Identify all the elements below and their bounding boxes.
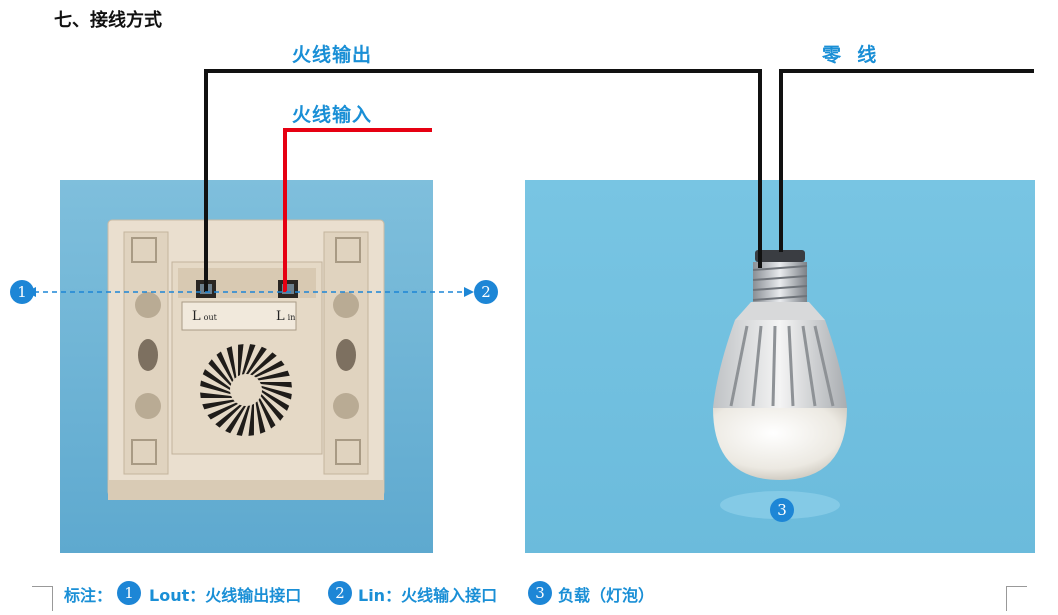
vent-slot [261,385,292,400]
corner-mark-right [1006,586,1027,611]
legend-text-2: Lin：火线输入接口 [358,586,498,605]
legend-marker-1: 1 [117,581,141,605]
live-out-wire [204,69,762,292]
vent-slot [226,346,237,379]
vent-slot [236,405,251,436]
bulb-photo [525,180,1035,553]
label-live-in: 火线输入 [292,104,373,126]
vent-slot [207,402,238,420]
vent-slot [254,360,285,378]
vent-slot [260,394,284,421]
arrow-right-icon [464,287,474,297]
vent-slot [258,398,276,429]
vent-slot [246,346,267,375]
label-live-out: 火线输出 [292,44,373,66]
legend-text-1: Lout：火线输出接口 [149,586,302,605]
legend-text-3: 负载（灯泡） [558,586,655,605]
vent-slot [238,344,244,377]
vent-slot [216,351,234,382]
corner-mark-left [32,586,53,611]
label-neutral: 零 线 [822,44,878,66]
vent-slot [215,404,242,428]
legend-marker-3: 3 [528,581,552,605]
vent-slot [241,344,256,375]
legend-prefix: 标注： [64,586,113,605]
vent-slot [250,352,277,376]
vent-slot [200,392,233,398]
vent-slot [225,405,246,434]
live-in-wire [283,128,432,292]
marker-3: 3 [770,498,794,522]
vent-slot [257,370,290,381]
legend: 标注： 1 Lout：火线输出接口 2 Lin：火线输入接口 3 负载（灯泡） [0,578,1058,611]
section-title: 七、接线方式 [54,10,162,31]
vent-slot [261,390,290,411]
vent-slot [248,403,254,436]
vent-slot [200,380,231,395]
neutral-wire [779,69,1034,252]
vent-slot [259,382,292,388]
vent-slot [208,359,232,386]
marker-2: 2 [474,280,498,304]
switch-photo [60,180,433,553]
vent-slot [202,399,235,410]
marker-1: 1 [10,280,34,304]
vent-slot [202,369,231,390]
vent-slot [255,401,266,434]
legend-marker-2: 2 [328,581,352,605]
